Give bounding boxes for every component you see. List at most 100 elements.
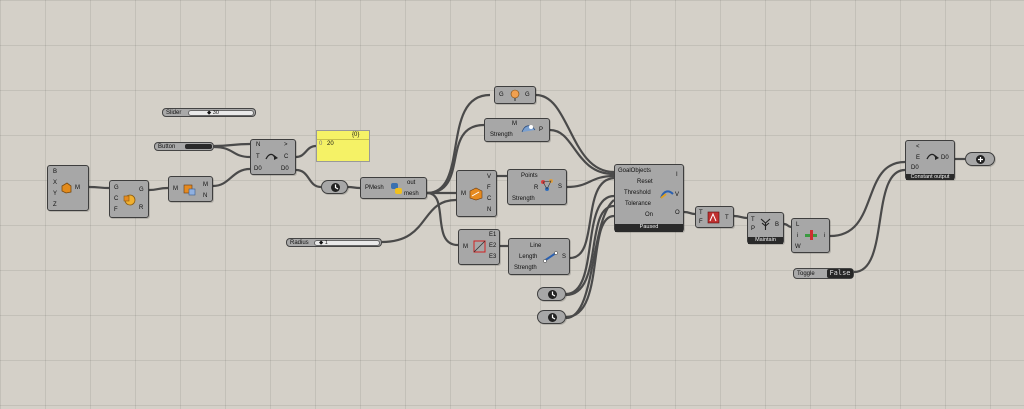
slider-label: Slider: [166, 110, 182, 116]
timer-component[interactable]: [537, 310, 566, 324]
input-f: F: [114, 207, 118, 213]
output-s: S: [558, 184, 563, 190]
input-strength: Strength: [490, 132, 513, 138]
wire: [295, 144, 317, 159]
edges-component[interactable]: M E1 E2 E3: [458, 229, 500, 265]
input-strength: Strength: [512, 196, 535, 202]
preview-component[interactable]: [965, 152, 995, 166]
wire: [213, 145, 251, 159]
input-lt: <: [916, 144, 920, 150]
input-g: G: [114, 185, 119, 191]
maintain-component[interactable]: T P B Maintain: [747, 212, 784, 244]
input-l: L: [796, 222, 800, 228]
input-strength: Strength: [514, 265, 537, 271]
boolean-toggle[interactable]: Toggle False: [793, 268, 854, 279]
python-icon: [391, 183, 402, 194]
output-c: C: [284, 154, 289, 160]
show-icon: [521, 125, 536, 133]
output-n: N: [203, 193, 208, 199]
points-icon: [541, 179, 553, 191]
filter-component[interactable]: L i W i: [791, 218, 830, 253]
wire: [426, 93, 491, 195]
slider-track[interactable]: [188, 110, 254, 116]
input-i: i: [797, 233, 799, 239]
sphere-icon: [123, 194, 136, 206]
output-t: T: [725, 215, 729, 221]
show-component[interactable]: M Strength P: [484, 118, 550, 142]
maintain-icon: [760, 218, 771, 230]
length-goal-component[interactable]: Line Length Strength S: [508, 238, 570, 275]
preview-icon: [976, 155, 985, 164]
anchor-component[interactable]: G G: [494, 86, 536, 104]
constant-output-component[interactable]: < E D0 D0 Constant output: [905, 140, 955, 180]
output-d0: D0: [941, 155, 949, 161]
wire: [549, 128, 615, 176]
output-g: G: [139, 187, 144, 193]
wire: [853, 168, 906, 274]
output-gt: >: [284, 142, 288, 148]
slider-widget[interactable]: Slider ◆ 30: [162, 108, 256, 117]
geometry-component[interactable]: G C F G R: [109, 180, 149, 218]
mesh-component[interactable]: M M N: [168, 176, 213, 202]
slider-value: ◆ 30: [207, 110, 219, 116]
timer-icon: [548, 313, 557, 322]
input-t: T: [699, 210, 703, 216]
wire: [212, 167, 251, 188]
panel-header: {0}: [352, 132, 360, 138]
wire: [565, 204, 615, 297]
length-icon: [543, 251, 558, 263]
kangaroo-solver-component[interactable]: GoalObjects Reset Threshold Tolerance On…: [614, 164, 684, 232]
input-pmesh: PMesh: [365, 185, 384, 191]
radius-track[interactable]: [314, 240, 380, 246]
param-r: R: [534, 185, 539, 191]
input-on: On: [645, 212, 654, 218]
input-t: T: [256, 154, 260, 160]
output-s: S: [562, 254, 567, 260]
wire: [733, 214, 748, 220]
data-panel[interactable]: {0} 0 20: [316, 130, 370, 162]
maintain-caption: Maintain: [748, 237, 783, 244]
radius-slider[interactable]: Radius ◆ 1: [286, 238, 382, 247]
points-goal-component[interactable]: Points R Strength S: [507, 169, 567, 205]
input-f: F: [699, 219, 703, 225]
anchor-icon: [510, 89, 520, 101]
output-e3: E3: [489, 254, 497, 260]
timer-component[interactable]: [321, 180, 348, 194]
wire: [347, 185, 361, 190]
toggle-value[interactable]: False: [827, 269, 853, 278]
button-label: Button: [158, 144, 176, 150]
input-d0: D0: [254, 166, 262, 172]
timer-icon: [548, 290, 557, 299]
counter-component[interactable]: N T D0 > C D0: [250, 139, 296, 175]
output-r: R: [139, 205, 144, 211]
input-c: C: [114, 196, 119, 202]
wire: [426, 191, 459, 247]
wire: [566, 174, 615, 189]
box-component[interactable]: B X Y Z M: [47, 165, 89, 211]
input-e: E: [916, 155, 921, 161]
pmesh-component[interactable]: PMesh out mesh: [360, 177, 427, 199]
deconstruct-mesh-component[interactable]: M V F C N: [456, 170, 497, 217]
input-m: M: [463, 244, 468, 250]
output-n: N: [487, 207, 492, 213]
input-w: W: [795, 244, 801, 250]
wire: [213, 142, 251, 148]
wire: [426, 123, 485, 195]
solver-icon: [660, 190, 674, 199]
button-press-area[interactable]: [185, 144, 212, 149]
output-g: G: [525, 92, 530, 98]
tree-component[interactable]: T F T: [695, 206, 734, 228]
output-f: F: [487, 185, 491, 191]
input-b: B: [53, 169, 58, 175]
button-widget[interactable]: Button: [154, 142, 214, 151]
radius-label: Radius: [290, 240, 309, 246]
output-out: out: [407, 180, 416, 186]
input-n: N: [256, 142, 261, 148]
mesh-icon: [183, 184, 196, 196]
input-points: Points: [521, 173, 538, 179]
filter-icon: [805, 230, 817, 240]
wire: [148, 186, 169, 192]
timer-component[interactable]: [537, 287, 566, 301]
box-icon: [61, 182, 72, 194]
